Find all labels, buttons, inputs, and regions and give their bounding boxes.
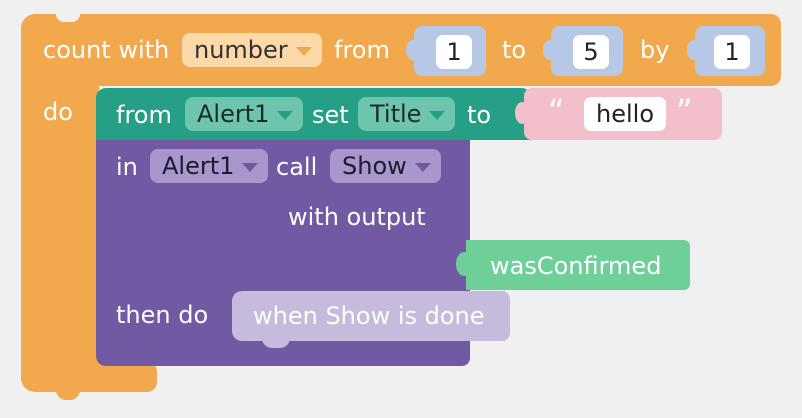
- chevron-down-icon: [277, 110, 294, 120]
- set-label: set: [312, 101, 349, 129]
- set-component-name: Alert1: [197, 100, 270, 128]
- chevron-down-icon: [295, 46, 312, 56]
- from-value[interactable]: 1: [436, 35, 472, 69]
- by-value[interactable]: 1: [714, 35, 750, 69]
- count-with-loop-block[interactable]: [21, 14, 781, 86]
- socket-connector-icon: [543, 40, 557, 60]
- then-do-label: then do: [116, 301, 209, 329]
- call-component-name: Alert1: [162, 152, 235, 180]
- socket-connector-icon: [515, 102, 529, 124]
- call-block-input-edge: [96, 140, 126, 170]
- to-label: to: [502, 36, 527, 64]
- count-with-label: count with: [43, 36, 170, 64]
- open-quote-icon: “: [548, 92, 565, 130]
- do-label: do: [43, 98, 73, 126]
- call-component-dropdown[interactable]: Alert1: [150, 149, 269, 183]
- loop-variable-dropdown[interactable]: number: [182, 33, 322, 67]
- done-event-tab: [262, 338, 290, 348]
- socket-connector-icon: [456, 252, 472, 276]
- output-param-block[interactable]: [466, 240, 690, 290]
- set-property-block[interactable]: [96, 88, 530, 140]
- chevron-down-icon: [414, 162, 431, 172]
- chevron-down-icon: [242, 162, 259, 172]
- set-component-dropdown[interactable]: Alert1: [185, 97, 304, 131]
- from-label: from: [334, 36, 390, 64]
- loop-top-notch: [56, 14, 80, 22]
- to-value[interactable]: 5: [573, 35, 609, 69]
- set-property-name: Title: [370, 100, 422, 128]
- by-label: by: [640, 36, 670, 64]
- done-event-block[interactable]: [232, 291, 510, 341]
- done-event-label: when Show is done: [253, 302, 485, 330]
- with-output-label: with output: [288, 203, 426, 231]
- call-label: call: [276, 153, 318, 181]
- loop-block-spine[interactable]: [21, 80, 99, 390]
- set-to-label: to: [467, 101, 492, 129]
- output-param-name: wasConfirmed: [490, 252, 662, 280]
- socket-connector-icon: [406, 40, 420, 60]
- socket-connector-icon: [687, 40, 701, 60]
- call-method-name: Show: [342, 152, 407, 180]
- loop-variable-name: number: [194, 36, 288, 64]
- call-method-dropdown[interactable]: Show: [330, 149, 441, 183]
- loop-bottom-tab: [56, 390, 80, 400]
- loop-block-bottom-bar[interactable]: [21, 362, 157, 392]
- in-label: in: [116, 153, 138, 181]
- close-quote-icon: ”: [676, 92, 693, 130]
- chevron-down-icon: [429, 110, 446, 120]
- set-property-dropdown[interactable]: Title: [358, 97, 456, 131]
- text-value[interactable]: hello: [584, 97, 666, 131]
- set-from-label: from: [116, 101, 172, 129]
